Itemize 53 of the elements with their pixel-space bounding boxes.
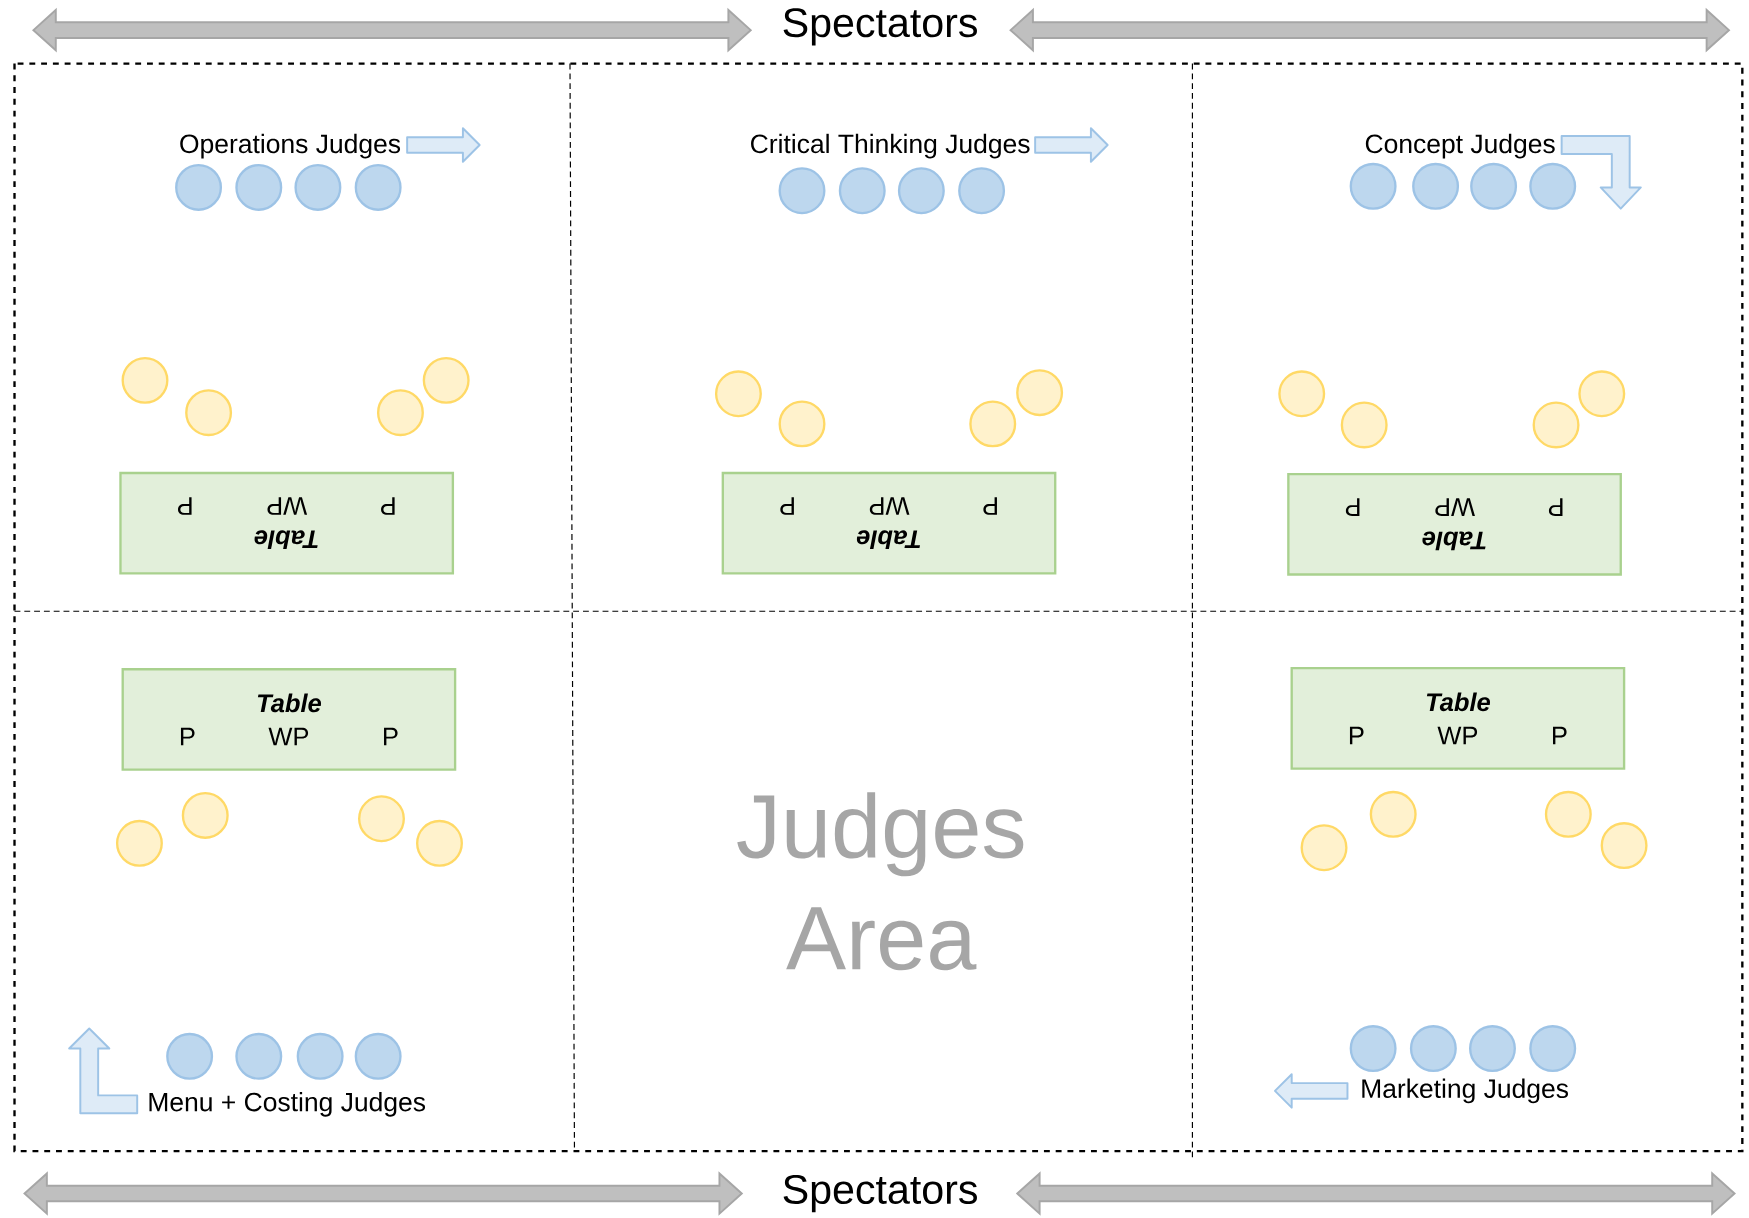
group-label: Critical Thinking Judges xyxy=(751,133,1030,159)
seat-circle xyxy=(1578,370,1626,418)
group-label: Menu + Costing Judges xyxy=(149,1091,426,1117)
judge-circle xyxy=(778,167,826,215)
judge-circle xyxy=(175,163,223,211)
judge-circle xyxy=(838,167,886,215)
seat-circle xyxy=(1532,401,1580,449)
table-box: Table P WP P xyxy=(1290,666,1626,770)
seat-circle xyxy=(1016,369,1064,417)
spectators-label: Spectators xyxy=(783,8,977,46)
judge-circle xyxy=(166,1032,214,1080)
seat-circle xyxy=(1340,401,1388,449)
judge-circle xyxy=(897,167,945,215)
judge-circle xyxy=(294,163,342,211)
judge-circle xyxy=(958,167,1006,215)
seat-circle xyxy=(181,791,229,839)
group-label: Marketing Judges xyxy=(1362,1078,1568,1104)
seat-circle xyxy=(115,819,163,867)
judge-circle xyxy=(1409,1025,1457,1072)
judge-circle xyxy=(235,163,283,211)
area-label: Judges Area xyxy=(737,792,1024,971)
judge-circle xyxy=(296,1032,344,1080)
seat-circle xyxy=(1544,790,1592,838)
judge-circle xyxy=(1469,1025,1516,1072)
seat-circle xyxy=(376,389,424,437)
judge-circle xyxy=(235,1032,283,1080)
group-label: Concept Judges xyxy=(1365,133,1555,159)
seat-circle xyxy=(185,389,233,437)
table-box: Table P WP P xyxy=(721,471,1057,575)
seat-circle xyxy=(358,795,405,843)
seat-circle xyxy=(121,356,169,404)
seat-circle xyxy=(1600,822,1648,869)
seat-circle xyxy=(1369,790,1417,838)
judge-circle xyxy=(1349,1025,1397,1072)
judge-circle xyxy=(1529,162,1577,210)
seat-circle xyxy=(422,356,470,404)
seat-circle xyxy=(714,370,762,418)
table-box: Table P WP P xyxy=(119,471,455,575)
seat-circle xyxy=(778,400,826,448)
seat-circle xyxy=(969,400,1017,448)
judge-circle xyxy=(1529,1025,1577,1072)
seat-circle xyxy=(1278,370,1326,418)
judge-circle xyxy=(1349,162,1397,210)
judge-circle xyxy=(354,163,402,211)
judge-circle xyxy=(1412,162,1460,210)
table-box: Table P WP P xyxy=(1287,472,1622,576)
judge-circle xyxy=(1470,162,1518,210)
table-box: Table P WP P xyxy=(121,668,457,771)
group-label: Operations Judges xyxy=(180,133,401,159)
judge-circle xyxy=(354,1032,402,1080)
seat-circle xyxy=(1300,824,1348,872)
spectators-label: Spectators xyxy=(783,1174,977,1213)
seat-circle xyxy=(416,819,463,867)
